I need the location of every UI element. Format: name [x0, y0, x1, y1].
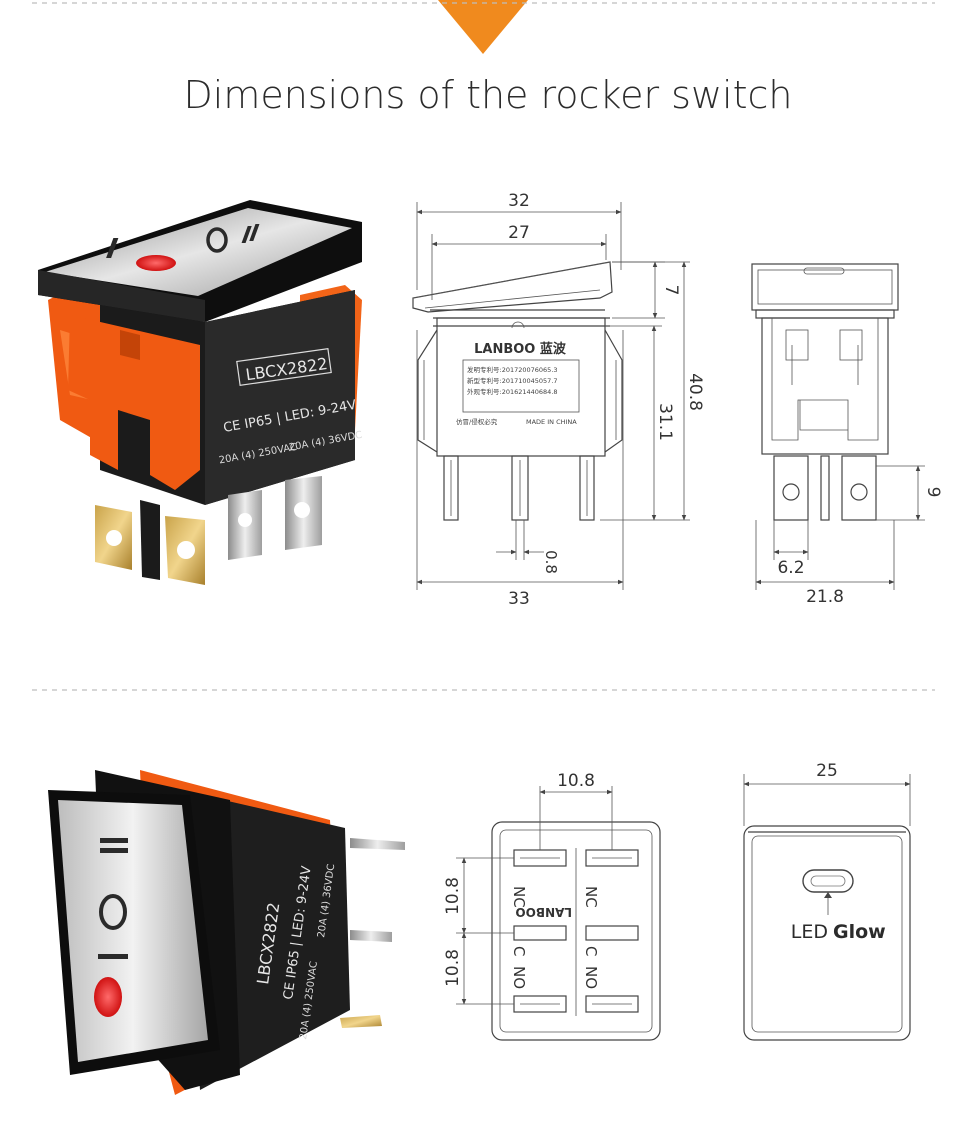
- front-view-drawing: 9 6.2 21.8: [751, 263, 943, 607]
- side-view-drawing: LANBOO 蓝波 发明专利号:201720076065.3 新型专利号:201…: [412, 191, 705, 609]
- led-label: LED: [791, 921, 828, 943]
- dim-overall-width: 32: [508, 191, 530, 211]
- terminal-nc-left: NC: [510, 886, 528, 908]
- side-patent-3: 外观专利号:201621440684.8: [467, 387, 558, 396]
- side-footer-left: 仿冒/侵权必究: [456, 417, 498, 426]
- dim-body-width-front: 21.8: [806, 587, 844, 607]
- page-title: Dimensions of the rocker switch: [184, 73, 793, 117]
- side-footer-right: MADE IN CHINA: [526, 418, 577, 426]
- terminal-c-right: C: [582, 946, 600, 956]
- terminal-c-left: C: [510, 946, 528, 956]
- terminal-nc-right: NC: [582, 886, 600, 908]
- glow-label: Glow: [833, 921, 886, 943]
- side-patent-2: 新型专利号:201710045057.7: [467, 376, 558, 385]
- face-view-drawing: LED Glow 25: [743, 761, 911, 1041]
- dim-row-spacing-upper: 10.8: [443, 877, 463, 915]
- dim-actuator-height: 7: [661, 285, 681, 296]
- terminal-no-right: NO: [582, 966, 600, 989]
- dim-column-spacing: 10.8: [557, 771, 595, 791]
- dim-body-height: 31.1: [655, 403, 675, 441]
- product-photo-bottom: LBCX2822 CE IP65 | LED: 9-24V 20A (4) 25…: [48, 770, 405, 1095]
- dim-body-width-side: 27: [508, 223, 530, 243]
- side-brand: LANBOO 蓝波: [474, 341, 567, 357]
- product-photo-top: LBCX2822 CE IP65 | LED: 9-24V 20A (4) 25…: [38, 200, 363, 585]
- dim-base-width: 33: [508, 589, 530, 609]
- dim-terminal-width: 6.2: [777, 558, 804, 578]
- terminal-no-left: NO: [510, 966, 528, 989]
- dim-face-width: 25: [816, 761, 838, 781]
- dim-terminal-height: 9: [923, 487, 943, 498]
- dim-row-spacing-lower: 10.8: [443, 949, 463, 987]
- side-patent-1: 发明专利号:201720076065.3: [467, 365, 558, 374]
- accent-triangle-icon: [438, 0, 528, 54]
- dim-overall-height: 40.8: [685, 373, 705, 411]
- terminal-layout-drawing: NC NC LANBOO C C NO NO 10.8 10.8 10.8: [443, 771, 661, 1041]
- brand-bottom: LANBOO: [515, 905, 572, 919]
- dim-terminal-thickness: 0.8: [542, 550, 560, 574]
- led-window-icon: [802, 869, 854, 893]
